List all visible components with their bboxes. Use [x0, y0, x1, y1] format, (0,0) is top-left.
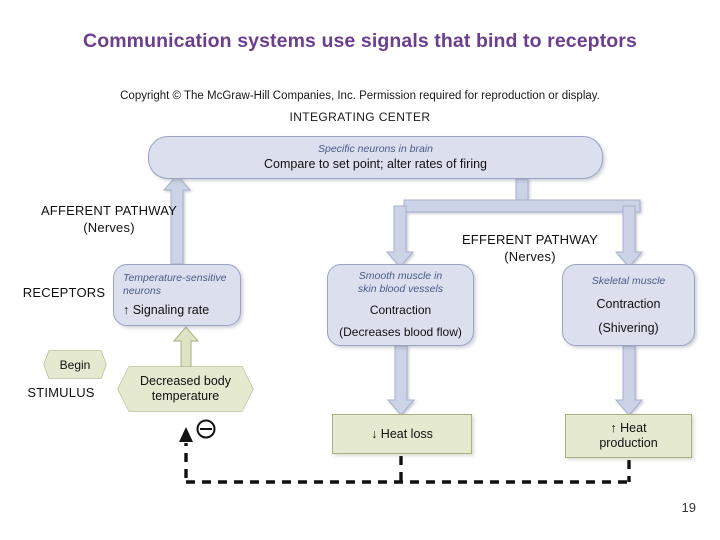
node-integrating-center[interactable]: Specific neurons in brain Compare to set… [148, 136, 603, 179]
node-heat-production[interactable]: ↑ Heat production [565, 414, 692, 458]
negative-feedback-arrowhead [179, 427, 193, 442]
stimulus-text-line2: temperature [151, 389, 220, 403]
smooth-muscle-subtitle-line1: Smooth muscle in [358, 270, 443, 282]
receptors-text: ↑ Signaling rate [123, 303, 210, 317]
smooth-muscle-text-line1: Contraction [369, 303, 432, 317]
afferent-pathway-line1: AFFERENT PATHWAY [40, 203, 178, 218]
skeletal-muscle-text-line2: (Shivering) [598, 320, 659, 335]
heat-production-text-line2: production [599, 436, 658, 450]
negative-feedback-symbol [196, 419, 216, 439]
label-efferent-pathway: EFFERENT PATHWAY (Nerves) [432, 231, 628, 265]
efferent-pathway-line1: EFFERENT PATHWAY [461, 232, 599, 247]
copyright-notice: Copyright © The McGraw-Hill Companies, I… [120, 90, 600, 102]
efferent-pathway-line2: (Nerves) [504, 249, 556, 264]
label-stimulus: STIMULUS [27, 385, 95, 400]
heat-production-text-line1: ↑ Heat [610, 421, 647, 435]
node-temperature-sensitive-neurons[interactable]: Temperature-sensitive neurons ↑ Signalin… [113, 264, 241, 326]
node-stimulus-hexagon[interactable]: Decreased body temperature [118, 367, 253, 411]
receptors-subtitle-line2: neurons [123, 285, 161, 297]
stimulus-text-line1: Decreased body [139, 374, 232, 388]
node-smooth-muscle[interactable]: Smooth muscle in skin blood vessels Cont… [327, 264, 474, 346]
afferent-pathway-line2: (Nerves) [83, 220, 135, 235]
integrating-center-text: Compare to set point; alter rates of fir… [263, 157, 488, 171]
smooth-muscle-subtitle-line2: skin blood vessels [357, 283, 444, 295]
label-receptors: RECEPTORS [22, 285, 106, 300]
stimulus-to-receptors-arrow [172, 326, 200, 373]
smooth-muscle-to-heat-loss-arrow [386, 345, 416, 416]
node-skeletal-muscle[interactable]: Skeletal muscle Contraction (Shivering) [562, 264, 695, 346]
integrating-center-subtitle: Specific neurons in brain [318, 143, 433, 155]
smooth-muscle-text-line2: (Decreases blood flow) [339, 325, 462, 339]
skeletal-muscle-subtitle: Skeletal muscle [591, 274, 666, 287]
skeletal-muscle-to-heat-production-arrow [614, 345, 644, 416]
begin-text: Begin [59, 357, 91, 372]
page-number: 19 [681, 500, 696, 515]
skeletal-muscle-text-line1: Contraction [596, 296, 661, 311]
page-title: Communication systems use signals that b… [83, 30, 637, 52]
integrating-center-heading: INTEGRATING CENTER [289, 110, 431, 124]
heat-loss-text: ↓ Heat loss [371, 426, 433, 441]
node-heat-loss[interactable]: ↓ Heat loss [332, 414, 472, 454]
receptors-subtitle-line1: Temperature-sensitive [123, 272, 227, 284]
label-afferent-pathway: AFFERENT PATHWAY (Nerves) [14, 202, 204, 236]
node-begin-hexagon[interactable]: Begin [44, 351, 106, 378]
